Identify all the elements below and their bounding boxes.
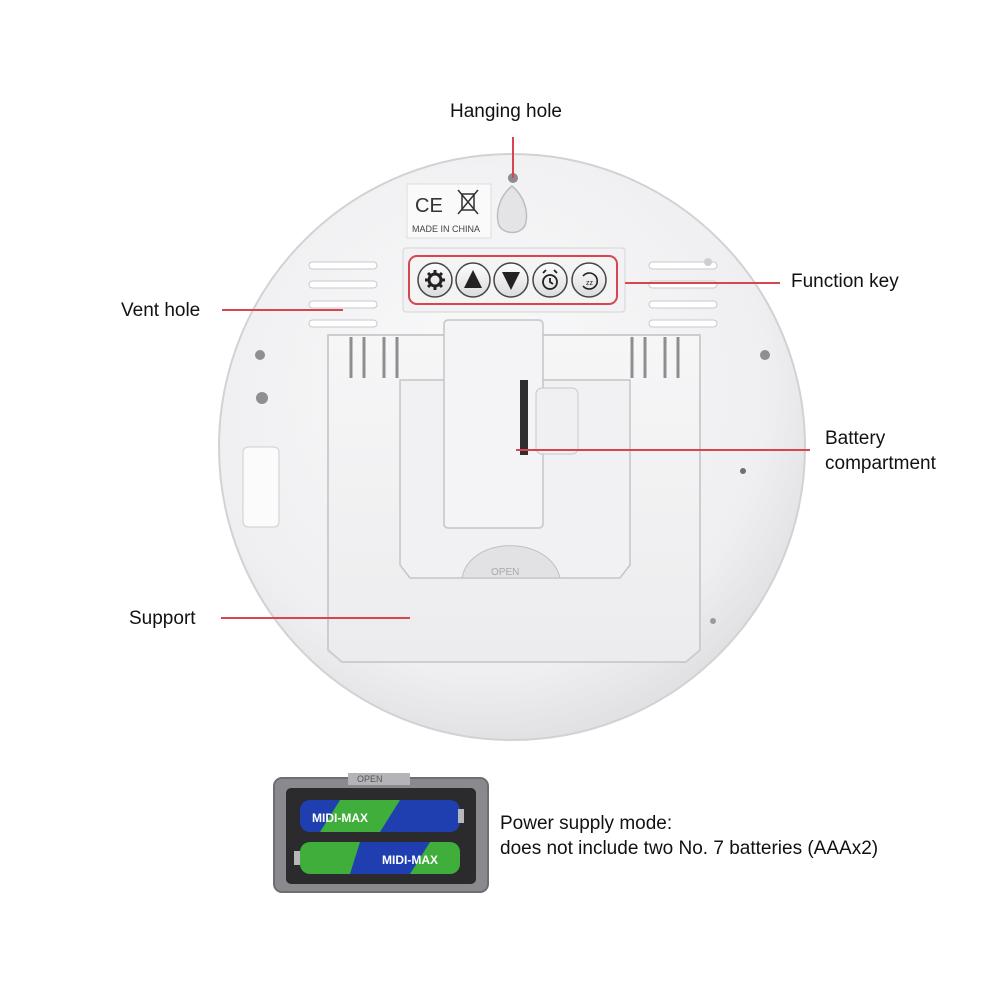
power-supply-caption-line2: does not include two No. 7 batteries (AA… [500, 838, 879, 859]
battery-inset: OPEN MIDI-MAX MIDI-MAX [273, 773, 489, 893]
alarm-button[interactable] [532, 262, 568, 298]
triangle-down-icon [502, 272, 520, 290]
gear-icon [425, 270, 445, 290]
inset-open-text: OPEN [357, 774, 383, 784]
ce-mark: CE [415, 195, 443, 217]
triangle-up-icon [464, 270, 482, 288]
snooze-icon: zz [582, 272, 598, 290]
open-marking: OPEN [491, 567, 519, 578]
down-button[interactable] [493, 262, 529, 298]
function-key-label: Function key [791, 271, 899, 292]
up-button[interactable] [455, 262, 491, 298]
side-switch [242, 446, 280, 528]
battery-compartment-label-line2: compartment [825, 453, 936, 474]
vent-hole-label: Vent hole [121, 300, 201, 321]
battery-compartment-cover: OPEN [443, 319, 579, 579]
hanging-hole-label: Hanging hole [450, 101, 562, 122]
certification-sticker: CE MADE IN CHINA [406, 183, 492, 239]
battery-brand-bottom: MIDI-MAX [382, 853, 438, 867]
hanging-hole [496, 173, 528, 234]
battery-bottom: MIDI-MAX [294, 842, 460, 874]
vent-slots-left [308, 261, 378, 328]
battery-top: MIDI-MAX [300, 800, 464, 832]
settings-button[interactable] [417, 262, 453, 298]
support-label: Support [129, 608, 196, 629]
svg-text:zz: zz [586, 280, 594, 287]
alarm-clock-icon [542, 269, 558, 290]
power-supply-caption-line1: Power supply mode: [500, 813, 673, 834]
made-in-text: MADE IN CHINA [412, 224, 480, 234]
battery-brand-top: MIDI-MAX [312, 811, 368, 825]
function-key-panel: zz [402, 247, 626, 313]
snooze-button[interactable]: zz [571, 262, 607, 298]
leader-lines [221, 137, 810, 619]
weee-bin-icon [457, 189, 479, 215]
battery-compartment-label-line1: Battery [825, 428, 886, 449]
